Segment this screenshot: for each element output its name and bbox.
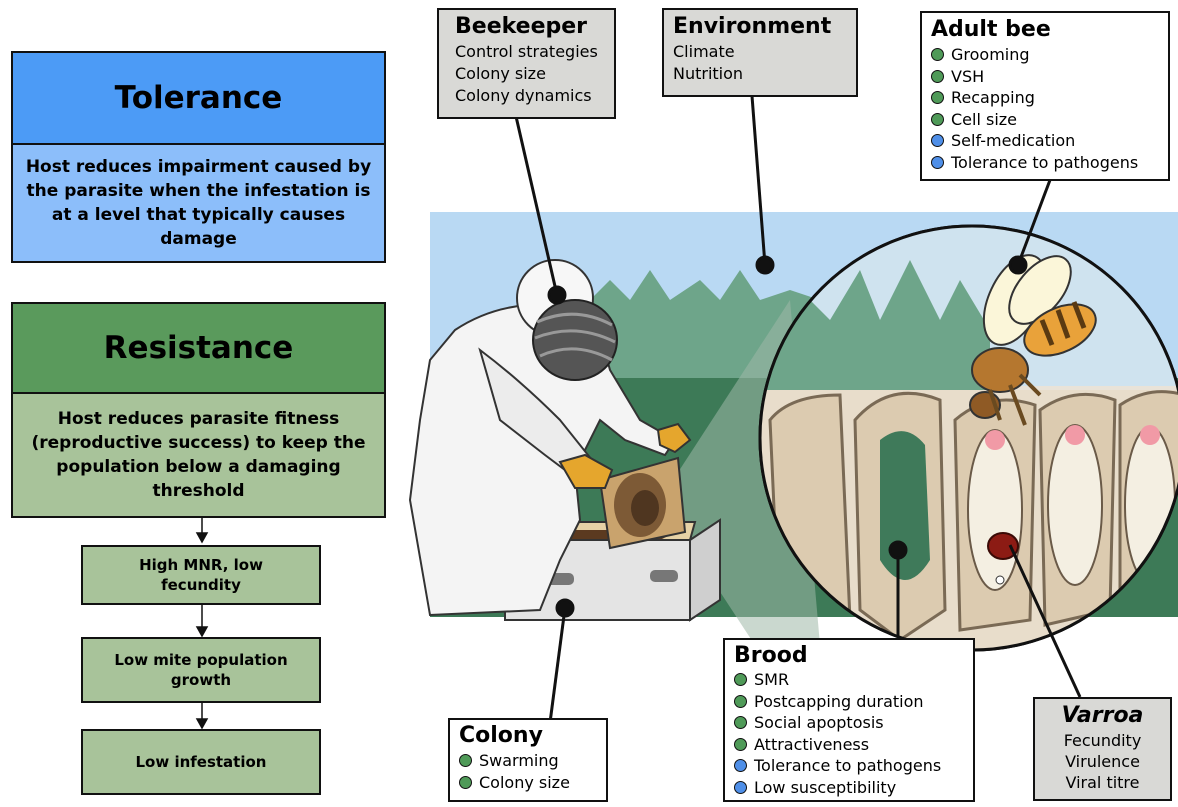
colony-item: Swarming (459, 750, 606, 772)
adult-bee-item-label: Tolerance to pathogens (951, 152, 1139, 172)
bee-illustration (969, 254, 1097, 426)
brood-item: Tolerance to pathogens (734, 755, 973, 777)
environment-item: Climate (673, 42, 735, 61)
green-dot-icon (734, 737, 747, 751)
colony-item-label: Colony size (479, 772, 570, 792)
brood-title: Brood (734, 643, 808, 668)
step-low-growth: Low mite population growth (81, 637, 321, 703)
adult-bee-item-label: Cell size (951, 109, 1018, 129)
brood-item-label: Low susceptibility (754, 777, 897, 797)
brood-item-label: SMR (754, 670, 790, 689)
step-label: Low mite population growth (114, 651, 288, 689)
resistance-title: Resistance (103, 330, 294, 366)
adult-bee-item: Tolerance to pathogens (931, 152, 1168, 174)
beekeeper-title: Beekeeper (455, 14, 588, 39)
adult-bee-item: Self-medication (931, 130, 1168, 152)
brood-item: Attractiveness (734, 734, 973, 756)
step-high-mnr: High MNR, low fecundity (81, 545, 321, 605)
resistance-description: Host reduces parasite fitness (reproduct… (31, 409, 366, 501)
colony-item-label: Swarming (479, 751, 559, 770)
hive-frame (598, 456, 687, 550)
tolerance-header: Tolerance (11, 51, 386, 145)
blue-dot-icon (734, 780, 747, 794)
colony-title: Colony (459, 723, 543, 748)
adult-bee-item: VSH (931, 66, 1168, 88)
varroa-box: Varroa Fecundity Virulence Viral titre (1033, 697, 1172, 801)
adult-bee-item-label: Recapping (951, 88, 1035, 107)
adult-bee-item-label: VSH (951, 66, 985, 86)
brood-item-label: Attractiveness (754, 734, 870, 754)
brood-box: Brood SMR Postcapping duration Social ap… (723, 638, 975, 802)
adult-bee-item: Cell size (931, 109, 1168, 131)
environment-box: Environment Climate Nutrition (662, 8, 858, 97)
green-dot-icon (459, 754, 472, 768)
tolerance-title: Tolerance (114, 80, 283, 116)
green-dot-icon (931, 91, 944, 105)
colony-item: Colony size (459, 772, 606, 794)
varroa-mite (987, 532, 1019, 560)
colony-box: Colony Swarming Colony size (448, 718, 608, 802)
environment-item: Nutrition (673, 64, 744, 83)
green-dot-icon (931, 112, 944, 126)
beekeeper-item: Colony dynamics (455, 86, 592, 105)
brood-item-label: Social apoptosis (754, 713, 884, 732)
brood-item: SMR (734, 669, 973, 691)
green-dot-icon (931, 48, 944, 62)
varroa-item: Fecundity (1063, 731, 1142, 750)
varroa-title: Varroa (1061, 703, 1144, 728)
adult-bee-item-label: Self-medication (951, 131, 1076, 150)
brood-item-label: Postcapping duration (754, 691, 924, 711)
blue-dot-icon (931, 134, 944, 148)
beekeeper-item: Colony size (455, 64, 546, 83)
blue-dot-icon (734, 759, 747, 773)
brood-item: Postcapping duration (734, 691, 973, 713)
green-dot-icon (734, 694, 747, 708)
step-label: Low infestation (135, 753, 267, 771)
brood-item-label: Tolerance to pathogens (754, 756, 942, 775)
step-low-infestation: Low infestation (81, 729, 321, 795)
beekeeper-box: Beekeeper Control strategies Colony size… (437, 8, 616, 119)
adult-bee-item: Recapping (931, 87, 1168, 109)
adult-bee-item-label: Grooming (951, 45, 1030, 64)
green-dot-icon (734, 673, 747, 687)
connector-lines (513, 95, 1082, 739)
adult-bee-title: Adult bee (931, 17, 1051, 42)
resistance-header: Resistance (11, 302, 386, 394)
resistance-description-box: Host reduces parasite fitness (reproduct… (11, 392, 386, 518)
varroa-item: Virulence (1065, 752, 1140, 771)
green-dot-icon (734, 716, 747, 730)
blue-dot-icon (931, 155, 944, 169)
brood-item: Social apoptosis (734, 712, 973, 734)
adult-bee-item: Grooming (931, 44, 1168, 66)
adult-bee-box: Adult bee Grooming VSH Recapping Cell si… (920, 11, 1170, 181)
flow-arrows (195, 518, 209, 730)
tolerance-description-box: Host reduces impairment caused by the pa… (11, 143, 386, 263)
green-dot-icon (931, 69, 944, 83)
green-dot-icon (459, 775, 472, 789)
environment-title: Environment (673, 14, 832, 39)
brood-item: Low susceptibility (734, 777, 973, 799)
tolerance-description: Host reduces impairment caused by the pa… (25, 157, 372, 249)
beekeeper-item: Control strategies (455, 42, 598, 61)
step-label: High MNR, low fecundity (139, 556, 263, 594)
varroa-item: Viral titre (1065, 773, 1140, 792)
